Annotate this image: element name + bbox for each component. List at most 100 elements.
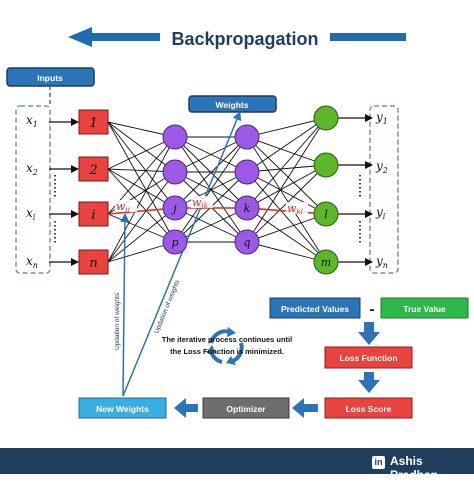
hidden1-node-p: p [162, 229, 188, 255]
connection-line [107, 171, 176, 263]
connection-line [107, 136, 176, 263]
connection-line [246, 136, 327, 166]
connection-line [246, 117, 327, 138]
true-value-text: True Value [403, 304, 446, 314]
arrow-left-icon [174, 398, 198, 418]
input-node-label: 1 [89, 116, 97, 131]
inputs-label: Inputs [6, 67, 95, 87]
connection-line [246, 117, 327, 209]
output-labels: y1 y2 yi yn [375, 110, 388, 270]
hidden-layer-2: k q [234, 124, 260, 255]
loss-score-box: Loss Score [324, 397, 413, 419]
output-arrows [338, 114, 373, 266]
title-banner: Backpropagation [68, 25, 406, 51]
connection-line [107, 121, 176, 209]
updation-line-right [122, 111, 242, 397]
input-arrows [49, 118, 79, 266]
hidden2-node-1 [234, 124, 260, 150]
weight-labels: wij wjk wkl [115, 196, 308, 216]
input-node-i: i [78, 201, 109, 227]
input-layer: 1 2 i n [78, 109, 109, 275]
arrow-left-icon [292, 398, 318, 418]
output-label-yn: yn [375, 254, 388, 270]
weight-label-wij: wij [116, 200, 131, 214]
input-node-label: n [89, 256, 97, 271]
input-node-label: 2 [88, 163, 97, 178]
input-node-label: i [91, 208, 95, 223]
output-label-yi: yi [375, 205, 386, 221]
linkedin-icon: in [372, 456, 385, 469]
connection-line [246, 164, 327, 173]
connection-line [174, 136, 248, 173]
connections [107, 117, 327, 263]
connection-line [107, 121, 176, 243]
weights-label: Weights [188, 95, 277, 113]
connection-line [246, 117, 327, 243]
input-node-2: 2 [78, 156, 109, 182]
hidden1-node-1 [162, 124, 188, 150]
connection-line [246, 136, 327, 263]
connection-line [107, 168, 176, 209]
output-dashed-box [369, 105, 399, 274]
output-node-1 [313, 105, 339, 131]
input-label-x1: x1 [26, 113, 38, 129]
output-node-2 [313, 152, 339, 178]
hidden2-node-2 [234, 159, 260, 185]
output-node-l: l [313, 201, 339, 227]
diagram-canvas: Backpropagation Inputs Weights x1 x2 xi … [6, 25, 469, 419]
loss-function-text: Loss Function [339, 353, 397, 363]
title-arrow-icon [68, 27, 92, 47]
hidden2-node-k: k [234, 195, 260, 221]
connection-line [246, 117, 327, 173]
input-label-xi: xi [26, 206, 36, 222]
new-weights-text: New Weights [96, 404, 149, 414]
output-node-label: m [321, 256, 331, 269]
hidden2-node-q: q [234, 229, 260, 255]
inputs-label-text: Inputs [37, 73, 63, 83]
input-node-n: n [78, 249, 109, 275]
optimizer-box: Optimizer [202, 397, 290, 419]
input-label-x2: x2 [26, 161, 38, 177]
loss-score-text: Loss Score [346, 404, 392, 414]
hidden-node-label: k [244, 202, 251, 215]
true-value-box: True Value [380, 297, 469, 319]
iterative-text-line1: The iterative process continues until [162, 335, 292, 344]
connection-line [174, 207, 248, 243]
connection-line [174, 136, 248, 209]
weight-label-wjk: wjk [192, 196, 208, 210]
connection-line [174, 136, 248, 243]
weights-label-text: Weights [216, 100, 249, 110]
output-node-label: l [324, 208, 328, 221]
cycle-icon [206, 327, 244, 365]
new-weights-box: New Weights [78, 397, 167, 419]
connection-line [246, 213, 327, 243]
hidden-node-label: p [171, 236, 178, 249]
arrow-down-icon [358, 372, 380, 393]
weight-label-wkl: wkl [287, 202, 303, 216]
updation-line-left [120, 213, 130, 397]
hidden-node-label: q [243, 236, 250, 249]
hidden1-node-j: j [162, 195, 188, 221]
connection-line [246, 171, 327, 215]
connection-line [246, 136, 327, 215]
updation-left-text: Updation of weights [114, 292, 121, 350]
author-name: Ashis Pradhan [390, 454, 439, 482]
input-labels: x1 x2 xi xn [26, 113, 38, 270]
connection-line [107, 121, 176, 173]
hidden1-node-2 [162, 159, 188, 185]
loss-function-box: Loss Function [324, 346, 413, 369]
input-dashed-box [15, 105, 51, 274]
input-label-xn: xn [26, 254, 38, 270]
page-title: Backpropagation [171, 29, 318, 49]
predicted-values-text: Predicted Values [281, 304, 349, 314]
hidden-node-label: j [170, 202, 177, 215]
connection-line [246, 171, 327, 263]
iterative-text-line2: the Loss Function is minimized. [170, 347, 284, 356]
minus-sign: - [370, 301, 375, 318]
output-label-y1: y1 [375, 110, 388, 126]
hidden-layer-1: j p [162, 124, 188, 255]
output-node-m: m [313, 249, 339, 275]
output-label-y2: y2 [375, 159, 388, 175]
connection-line [107, 168, 176, 243]
